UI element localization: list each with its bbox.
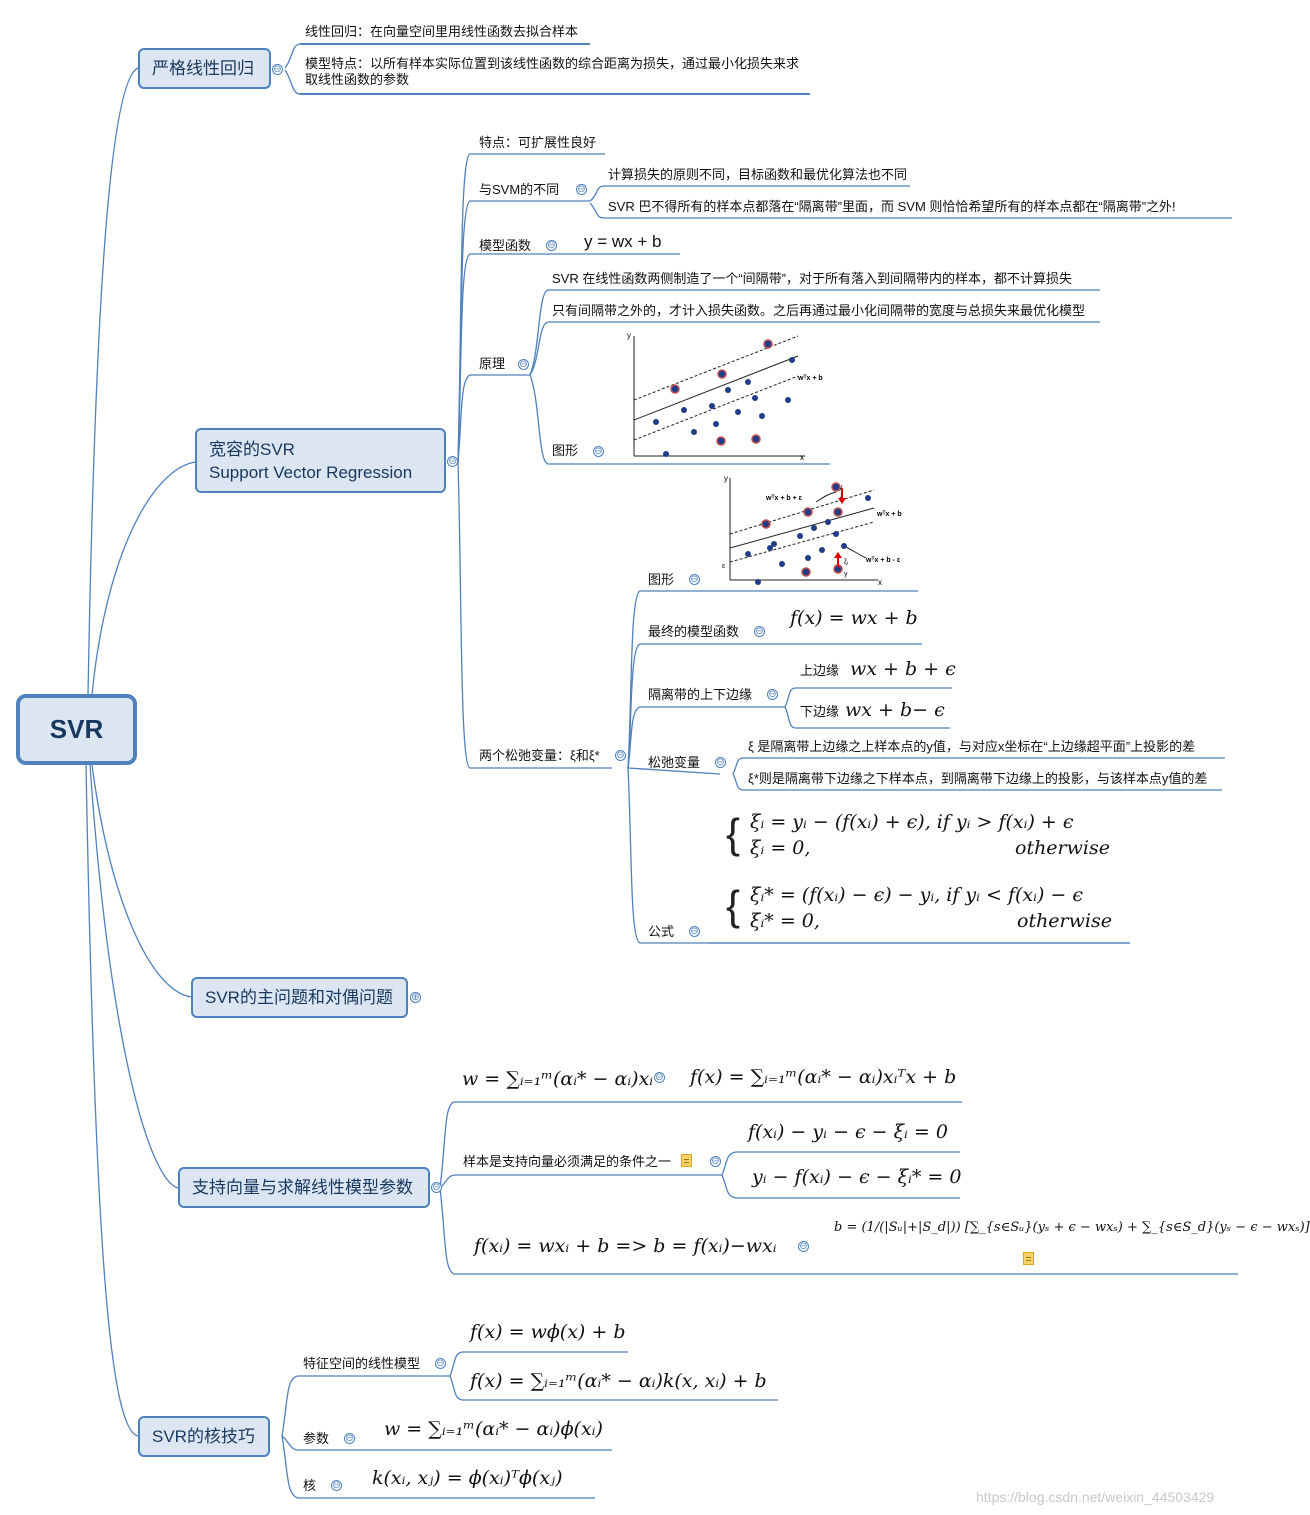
xi-star-formula-line2-right: otherwise (1017, 910, 1112, 932)
topic-label: SVR的核技巧 (152, 1427, 255, 1446)
collapse-icon[interactable]: ⊖ (331, 1480, 342, 1491)
principle-label: 原理 (479, 356, 506, 371)
feature-space-label: 特征空间的线性模型 (303, 1356, 421, 1371)
note-icon[interactable] (681, 1154, 692, 1167)
svm-diff-item-2: SVR 巴不得所有的样本点都落在“隔离带”里面，而 SVM 则恰恰希望所有的样本… (608, 199, 1176, 214)
upper-edge-formula: wx + b + ϵ (850, 658, 956, 680)
slack-figure-label: 图形 (648, 572, 675, 587)
collapse-icon[interactable]: ⊖ (272, 64, 283, 75)
strict-item-1: 线性回归：在向量空间里用线性函数去拟合样本 (305, 24, 579, 39)
watermark: https://blog.csdn.net/weixin_44503429 (976, 1489, 1215, 1505)
collapse-icon[interactable]: ⊖ (576, 184, 587, 195)
topic-tolerant-svr[interactable]: 宽容的SVR Support Vector Regression (195, 428, 446, 493)
root-label: SVR (49, 714, 104, 744)
topic-label-line1: 宽容的SVR (209, 439, 295, 459)
collapse-icon[interactable]: ⊖ (715, 757, 726, 768)
lower-edge-formula: wx + b− ϵ (845, 699, 945, 721)
tolerant-feature: 特点：可扩展性良好 (479, 135, 597, 150)
collapse-icon[interactable]: ⊖ (344, 1433, 355, 1444)
model-function-formula: y = wx + b (584, 232, 662, 251)
final-model-formula: f(x) = wx + b (790, 607, 918, 629)
yi2-label: y (844, 571, 848, 578)
slack-var-label: 松弛变量 (648, 755, 701, 770)
principle-item-1: SVR 在线性函数两侧制造了一个“间隔带”，对于所有落入到间隔带内的样本，都不计… (552, 271, 1073, 286)
slack-axis-y: y (724, 474, 728, 483)
collapse-icon[interactable]: ⊖ (447, 456, 458, 467)
collapse-icon[interactable]: ⊖ (593, 446, 604, 457)
feature-space-f2: f(x) = ∑ᵢ₌₁ᵐ(αᵢ* − αᵢ)k(x, xᵢ) + b (470, 1370, 767, 1392)
b-average-formula: b = (1/(|Sᵤ|+|S_d|)) [∑_{s∈Sᵤ}(yₛ + ϵ − … (834, 1220, 1310, 1235)
upper-line-label: wᵀx + b + ε (765, 495, 803, 502)
b-formula: f(xᵢ) = wxᵢ + b => b = f(xᵢ)−wxᵢ (474, 1235, 777, 1257)
collapse-icon[interactable]: ⊖ (767, 689, 778, 700)
principle-item-2: 只有间隔带之外的，才计入损失函数。之后再通过最小化间隔带的宽度与总损失来最优化模… (552, 303, 1086, 318)
collapse-icon[interactable]: ⊖ (546, 240, 557, 251)
feature-space-f1: f(x) = wϕ(x) + b (470, 1321, 626, 1343)
sv-condition-eq1: f(xᵢ) − yᵢ − ϵ − ξᵢ = 0 (748, 1121, 948, 1143)
svm-diff-item-1: 计算损失的原则不同，目标函数和最优化算法也不同 (608, 167, 908, 182)
note-icon[interactable] (1023, 1252, 1034, 1265)
edges-label: 隔离带的上下边缘 (648, 687, 753, 702)
formula-label: 公式 (648, 924, 675, 939)
upper-edge-label: 上边缘 (800, 663, 840, 678)
collapse-icon[interactable]: ⊖ (689, 926, 700, 937)
principle-figure-label: 图形 (552, 443, 579, 458)
svm-diff-label: 与SVM的不同 (479, 182, 560, 197)
sv-condition-label: 样本是支持向量必须满足的条件之一 (463, 1154, 672, 1169)
axis-y-label: y (627, 331, 631, 340)
sv-condition-eq2: yᵢ − f(xᵢ) − ϵ − ξᵢ* = 0 (752, 1166, 962, 1188)
collapse-icon[interactable]: ⊖ (754, 626, 765, 637)
xi-star-formula-line2-left: ξᵢ* = 0, (750, 910, 820, 932)
w-formula: w = ∑ᵢ₌₁ᵐ(αᵢ* − αᵢ)xᵢ (462, 1068, 654, 1090)
line-label: wᵀx + b (797, 375, 823, 382)
brace-xi: { (726, 810, 741, 857)
model-function-label: 模型函数 (479, 238, 532, 253)
strict-item-2: 模型特点：以所有样本实际位置到该线性函数的综合距离为损失，通过最小化损失来求取线… (305, 56, 800, 87)
topic-primal-dual[interactable]: SVR的主问题和对偶问题 (191, 977, 408, 1018)
expand-icon[interactable]: ⊕ (410, 992, 421, 1003)
root-node-svr[interactable]: SVR (16, 694, 137, 765)
topic-kernel-trick[interactable]: SVR的核技巧 (138, 1416, 270, 1457)
svr-margin-figure: y x wᵀx + b (627, 331, 823, 462)
xi-i-label: ξᵢ (844, 559, 848, 566)
topic-label: 支持向量与求解线性模型参数 (192, 1178, 413, 1197)
xi-formula-line1: ξᵢ = yᵢ − (f(xᵢ) + ϵ), if yᵢ > f(xᵢ) + ϵ (750, 811, 1074, 833)
slack-var-item-2: ξ*则是隔离带下边缘之下样本点，到隔离带下边缘上的投影，与该样本点y值的差 (748, 771, 1208, 786)
kernel-label: 核 (303, 1478, 317, 1493)
slack-var-item-1: ξ 是隔离带上边缘之上样本点的y值，与对应x坐标在“上边缘超平面”上投影的差 (748, 739, 1196, 754)
mindmap-connectors (85, 43, 1238, 1499)
topic-label: SVR的主问题和对偶问题 (205, 988, 393, 1007)
lower-edge-label: 下边缘 (800, 704, 840, 719)
topic-label-line2: Support Vector Regression (209, 462, 413, 482)
f-formula: f(x) = ∑ᵢ₌₁ᵐ(αᵢ* − αᵢ)xᵢᵀx + b (690, 1066, 957, 1088)
collapse-icon[interactable]: ⊖ (798, 1241, 809, 1252)
topic-label: 严格线性回归 (152, 59, 254, 78)
params-formula: w = ∑ᵢ₌₁ᵐ(αᵢ* − αᵢ)ϕ(xᵢ) (384, 1418, 603, 1440)
yi-label: y (839, 484, 843, 491)
xi-star-formula-line1: ξᵢ* = (f(xᵢ) − ϵ) − yᵢ, if yᵢ < f(xᵢ) − … (750, 884, 1084, 906)
middle-line-label: wᵀx + b (876, 511, 902, 518)
xi-formula-line2-right: otherwise (1015, 837, 1110, 859)
topic-strict-linear-regression[interactable]: 严格线性回归 (138, 48, 271, 89)
brace-xi-star: { (726, 882, 741, 929)
params-label: 参数 (303, 1431, 330, 1446)
xi-formula-line2-left: ξᵢ = 0, (750, 837, 811, 859)
collapse-icon[interactable]: ⊖ (615, 750, 626, 761)
epsilon-label: ε (722, 563, 725, 570)
axis-x-label: x (800, 453, 804, 462)
collapse-icon[interactable]: ⊖ (689, 574, 700, 585)
slack-axis-x: x (878, 578, 882, 587)
collapse-icon[interactable]: ⊖ (518, 359, 529, 370)
collapse-icon[interactable]: ⊖ (435, 1358, 446, 1369)
final-model-label: 最终的模型函数 (648, 624, 740, 639)
topic-support-vectors[interactable]: 支持向量与求解线性模型参数 (178, 1167, 430, 1208)
collapse-icon[interactable]: ⊖ (654, 1072, 665, 1083)
svr-slack-figure: y x wᵀx + b + ε wᵀx + b wᵀx + b - ε ε ξ … (722, 474, 902, 587)
lower-line-label: wᵀx + b - ε (865, 557, 901, 564)
collapse-icon[interactable]: ⊖ (710, 1156, 721, 1167)
collapse-icon[interactable]: ⊖ (431, 1182, 442, 1193)
slack-variables-label: 两个松弛变量：ξ和ξ* (479, 748, 600, 763)
kernel-formula: k(xᵢ, xⱼ) = ϕ(xᵢ)ᵀϕ(xⱼ) (372, 1467, 563, 1489)
